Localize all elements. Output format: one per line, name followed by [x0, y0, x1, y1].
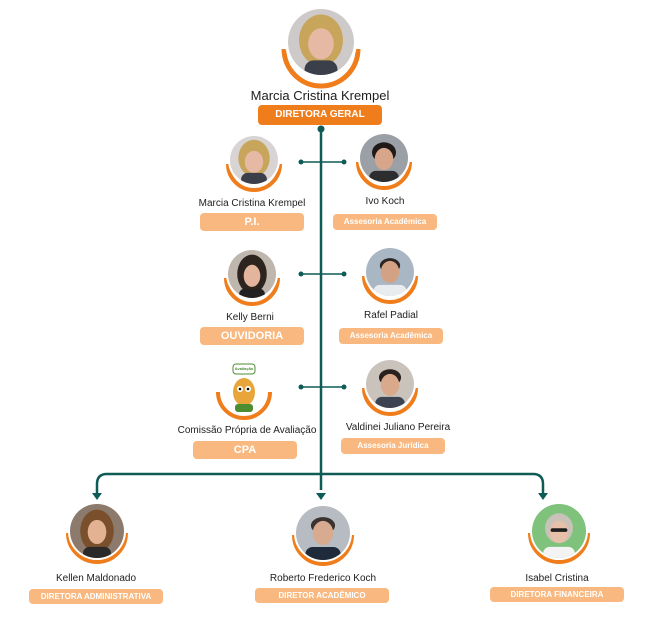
- cpa-logo-text: Avaliação: [234, 366, 254, 371]
- person-avatar: [226, 248, 278, 300]
- person-name: Kelly Berni: [226, 312, 274, 323]
- branch-dot-2-left: [298, 271, 304, 277]
- avatar-ring: [216, 391, 272, 420]
- person-role-badge: Assesoria Acadêmica: [339, 328, 443, 344]
- director-name: Marcia Cristina Krempel: [250, 88, 390, 103]
- top-connector-dot: [317, 125, 325, 133]
- person-name: Valdinei Juliano Pereira: [345, 422, 451, 433]
- avatar-ring: [362, 387, 418, 416]
- person-role-badge: DIRETOR ACADÊMICO: [255, 588, 389, 603]
- person-role-badge: DIRETORA FINANCEIRA: [490, 587, 624, 602]
- person-name: Marcia Cristina Krempel: [198, 198, 306, 209]
- person-avatar: [358, 132, 410, 184]
- branch-dot-1-left: [298, 159, 304, 165]
- person-name: Comissão Própria de Avaliação: [177, 425, 317, 436]
- person-role-badge: Assesoria Jurídica: [341, 438, 445, 454]
- person-avatar: [228, 134, 280, 186]
- avatar-ring: [356, 161, 412, 190]
- branch-dot-3-left: [298, 384, 304, 390]
- arrow-center: [316, 493, 326, 500]
- person-avatar: [68, 502, 126, 560]
- director-avatar: [285, 6, 357, 78]
- person-role-badge: P.I.: [200, 213, 304, 231]
- person-role-badge: OUVIDORIA: [200, 327, 304, 345]
- director-role-badge: DIRETORA GERAL: [258, 105, 382, 125]
- cpa-logo: Avaliação: [218, 362, 270, 414]
- avatar-ring: [224, 277, 280, 306]
- person-name: Ivo Koch: [365, 196, 405, 207]
- person-role-badge: Assesoria Acadêmica: [333, 214, 437, 230]
- bottom-horizontal-line: [95, 472, 545, 495]
- person-name: Isabel Cristina: [525, 573, 589, 584]
- branch-dot-1-right: [341, 159, 347, 165]
- arrow-right: [538, 493, 548, 500]
- person-avatar: [294, 504, 352, 562]
- person-avatar: [364, 246, 416, 298]
- arrow-left: [92, 493, 102, 500]
- person-name: Roberto Frederico Koch: [269, 573, 377, 584]
- person-role-badge: DIRETORA ADMINISTRATIVA: [29, 589, 163, 604]
- branch-dot-3-right: [341, 384, 347, 390]
- branch-dot-2-right: [341, 271, 347, 277]
- person-name: Rafel Padial: [364, 310, 418, 321]
- person-avatar: [530, 502, 588, 560]
- person-avatar: [364, 358, 416, 410]
- avatar-ring: [362, 275, 418, 304]
- person-name: Kellen Maldonado: [55, 573, 137, 584]
- person-role-badge: CPA: [193, 441, 297, 459]
- avatar-ring: [226, 163, 282, 192]
- director-avatar-ring: [281, 48, 361, 89]
